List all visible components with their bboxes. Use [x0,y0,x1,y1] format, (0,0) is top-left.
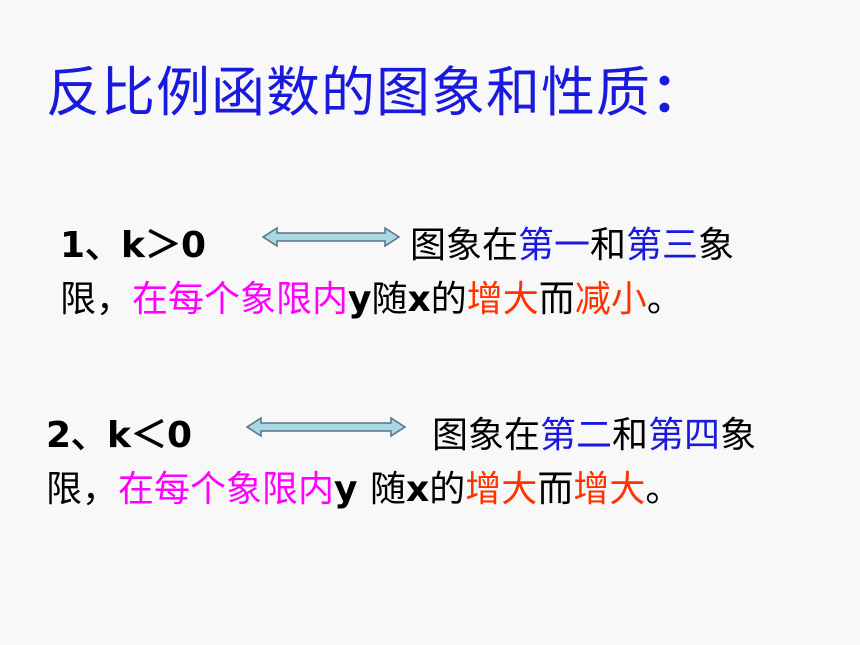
item2-de: 的 [429,469,466,510]
item1-quadrant-3: 第三 [626,225,699,266]
item2-x: x [406,469,430,510]
item2-y: y [334,469,371,510]
item2-increase: 增大 [465,469,538,510]
item1-y: y [348,279,372,320]
item1-text-c: 和 [590,225,627,266]
item1-de: 的 [430,279,467,320]
title-colon: ： [651,61,706,124]
item2-with: 随 [370,469,407,510]
item1-with: 随 [371,279,408,320]
page-title: 反比例函数的图象和性质： [46,48,706,127]
item2-period: 。 [645,469,682,510]
item2-quadrant-4: 第四 [648,415,721,456]
item1-lead: 1、k＞0 [60,216,206,268]
item2-lead-text: 2、k＜0 [46,415,193,456]
item1-lead-text: 1、k＞0 [60,225,207,266]
item2-text-e: 象 [720,415,757,456]
double-arrow-icon [262,226,400,248]
item1-line1: 图象在第一和第三象 [410,216,734,268]
item1-text-a: 图象在 [410,225,519,266]
item1-line2: 限，在每个象限内y随x的增大而减小。 [60,270,683,322]
item2-and: 而 [537,469,574,510]
item1-text-e: 象 [698,225,735,266]
item1-quadrant-1: 第一 [518,225,591,266]
item1-increase: 增大 [466,279,539,320]
item2-line1: 图象在第二和第四象 [432,406,756,458]
double-arrow-icon [246,416,406,438]
item1-within-quadrant: 在每个象限内 [132,279,349,320]
item2-lead: 2、k＜0 [46,406,192,458]
item2-within-quadrant: 在每个象限内 [118,469,335,510]
item1-decrease: 减小 [574,279,647,320]
item1-period: 。 [646,279,683,320]
item2-text-c: 和 [612,415,649,456]
item1-x: x [407,279,431,320]
item1-and: 而 [538,279,575,320]
item2-quadrant-2: 第二 [540,415,613,456]
title-text: 反比例函数的图象和性质 [46,61,651,124]
item2-line2: 限，在每个象限内y 随x的增大而增大。 [46,460,681,512]
item2-text-limit: 限， [46,469,119,510]
item2-increase-2: 增大 [573,469,646,510]
item1-text-limit: 限， [60,279,133,320]
item2-text-a: 图象在 [432,415,541,456]
